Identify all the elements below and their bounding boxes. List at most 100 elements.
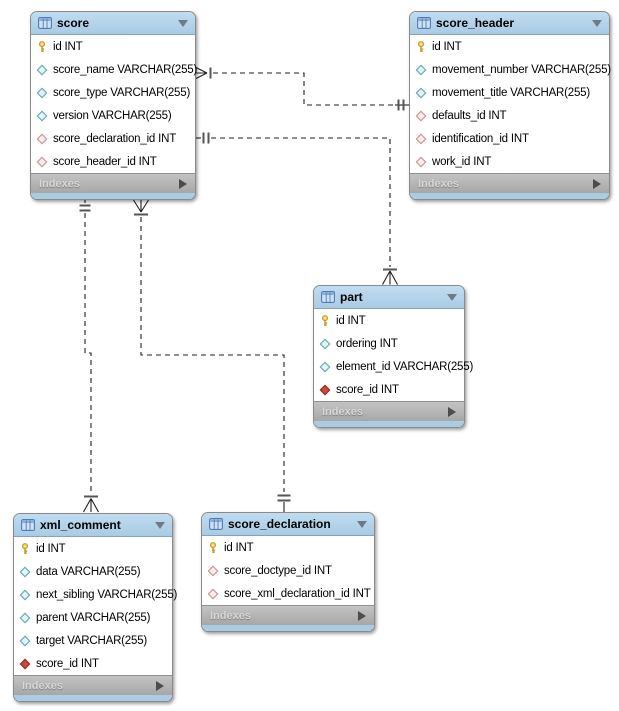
table-bottom-strip: [314, 421, 464, 427]
indexes-label: Indexes: [418, 177, 459, 190]
table-column-row[interactable]: score_declaration_id INT: [31, 127, 195, 150]
column-icon: [36, 64, 48, 76]
table-column-row[interactable]: score_type VARCHAR(255): [31, 81, 195, 104]
column-icon: [36, 87, 48, 99]
column-label: id INT: [224, 541, 254, 554]
table-column-row[interactable]: score_doctype_id INT: [202, 559, 374, 582]
primary-key-icon: [415, 40, 427, 53]
expand-arrow-icon[interactable]: [448, 406, 456, 417]
foreign-key-icon: [415, 156, 427, 168]
table-column-row[interactable]: id INT: [202, 536, 374, 559]
collapse-triangle-icon[interactable]: [178, 19, 188, 27]
collapse-triangle-icon[interactable]: [155, 521, 165, 529]
collapse-triangle-icon[interactable]: [592, 19, 602, 27]
column-label: movement_number VARCHAR(255): [432, 63, 611, 76]
column-label: score_id INT: [36, 657, 99, 670]
expand-arrow-icon[interactable]: [593, 178, 601, 189]
expand-arrow-icon[interactable]: [358, 610, 366, 621]
column-icon: [415, 87, 427, 99]
column-icon: [19, 589, 31, 601]
table-column-row[interactable]: id INT: [314, 309, 464, 332]
table-header[interactable]: xml_comment: [14, 514, 172, 537]
table-grid-icon: [321, 291, 335, 303]
expand-arrow-icon[interactable]: [156, 680, 164, 691]
table-score_declaration[interactable]: score_declaration id INT score_doctype_id…: [201, 512, 375, 632]
table-title: score_header: [436, 16, 515, 30]
column-label: score_type VARCHAR(255): [53, 86, 191, 99]
column-label: element_id VARCHAR(255): [336, 360, 474, 373]
table-column-row[interactable]: target VARCHAR(255): [14, 629, 172, 652]
column-label: score_doctype_id INT: [224, 564, 332, 577]
column-icon: [36, 110, 48, 122]
table-header[interactable]: score: [31, 12, 195, 35]
table-column-row[interactable]: id INT: [31, 35, 195, 58]
table-column-row[interactable]: ordering INT: [314, 332, 464, 355]
table-column-row[interactable]: score_name VARCHAR(255): [31, 58, 197, 81]
collapse-triangle-icon[interactable]: [447, 293, 457, 301]
indexes-row[interactable]: Indexes: [31, 173, 195, 193]
column-label: score_id INT: [336, 383, 399, 396]
indexes-row[interactable]: Indexes: [14, 675, 172, 695]
table-score_header[interactable]: score_header id INT movement_number VARCH…: [409, 11, 611, 200]
table-column-row[interactable]: identification_id INT: [410, 127, 609, 150]
primary-key-icon: [19, 542, 31, 555]
relationship-score-score_declaration[interactable]: [133, 199, 291, 512]
crowfoot-many-icon: [195, 67, 208, 79]
table-grid-icon: [21, 519, 35, 531]
primary-key-icon: [207, 541, 219, 554]
table-column-row[interactable]: score_header_id INT: [31, 150, 195, 173]
table-header[interactable]: score_declaration: [202, 513, 374, 536]
table-column-row[interactable]: element_id VARCHAR(255): [314, 355, 473, 378]
table-column-row[interactable]: next_sibling VARCHAR(255): [14, 583, 177, 606]
table-header[interactable]: score_header: [410, 12, 609, 35]
table-grid-icon: [38, 17, 52, 29]
column-label: identification_id INT: [432, 132, 529, 145]
column-list: id INT movement_number VARCHAR(255) moveme…: [410, 35, 611, 173]
indexes-row[interactable]: Indexes: [314, 401, 464, 421]
table-column-row[interactable]: defaults_id INT: [410, 104, 609, 127]
column-icon: [19, 635, 31, 647]
relationship-score-xml_comment[interactable]: [79, 199, 99, 513]
table-column-row[interactable]: movement_title VARCHAR(255): [410, 81, 609, 104]
column-label: score_declaration_id INT: [53, 132, 177, 145]
expand-arrow-icon[interactable]: [179, 178, 187, 189]
relationship-score-score_header[interactable]: [195, 67, 409, 111]
table-header[interactable]: part: [314, 286, 464, 309]
table-column-row[interactable]: id INT: [410, 35, 609, 58]
table-title: part: [340, 290, 363, 304]
table-column-row[interactable]: score_id INT: [14, 652, 172, 675]
table-bottom-strip: [410, 193, 609, 199]
indexes-row[interactable]: Indexes: [410, 173, 609, 193]
collapse-triangle-icon[interactable]: [357, 520, 367, 528]
column-list: id INT score_doctype_id INT score_xml_decl…: [202, 536, 374, 605]
column-label: defaults_id INT: [432, 109, 507, 122]
column-label: movement_title VARCHAR(255): [432, 86, 590, 99]
table-column-row[interactable]: movement_number VARCHAR(255): [410, 58, 611, 81]
table-column-row[interactable]: work_id INT: [410, 150, 609, 173]
table-column-row[interactable]: id INT: [14, 537, 172, 560]
table-title: xml_comment: [40, 518, 121, 532]
table-title: score_declaration: [228, 517, 331, 531]
table-column-row[interactable]: parent VARCHAR(255): [14, 606, 172, 629]
foreign-key-icon: [415, 110, 427, 122]
column-label: parent VARCHAR(255): [36, 611, 151, 624]
foreign-key-icon: [36, 133, 48, 145]
column-label: version VARCHAR(255): [53, 109, 172, 122]
column-icon: [19, 612, 31, 624]
table-column-row[interactable]: data VARCHAR(255): [14, 560, 172, 583]
indexes-row[interactable]: Indexes: [202, 605, 374, 625]
table-bottom-strip: [31, 193, 195, 199]
relationship-score-part[interactable]: [196, 132, 398, 285]
table-column-row[interactable]: version VARCHAR(255): [31, 104, 195, 127]
table-column-row[interactable]: score_id INT: [314, 378, 464, 401]
cardinality-one-bars-icon: [277, 494, 291, 502]
table-column-row[interactable]: score_xml_declaration_id INT: [202, 582, 374, 605]
